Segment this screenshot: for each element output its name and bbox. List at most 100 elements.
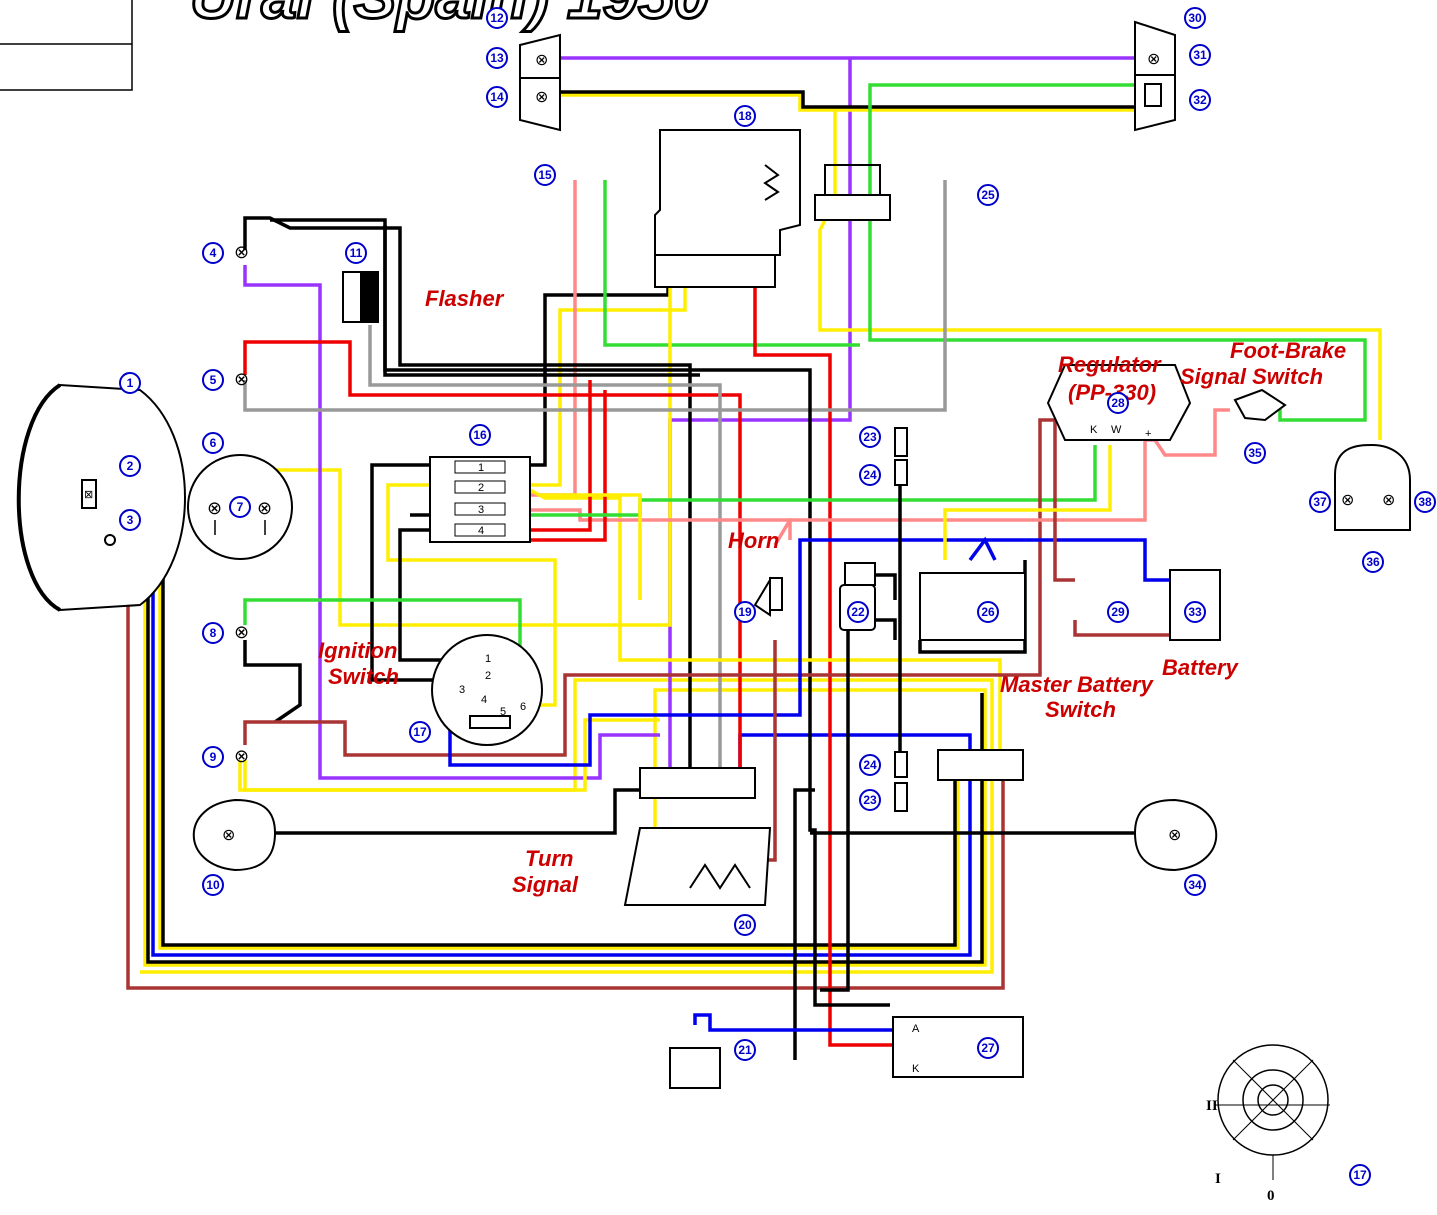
- svg-text:⊠: ⊠: [84, 489, 93, 501]
- component-number-badge: 12: [486, 7, 508, 29]
- component-number: 14: [490, 90, 504, 104]
- component-number-badge: 33: [1184, 601, 1206, 623]
- switch-position: II: [1206, 1098, 1218, 1114]
- label-ignition: Switch: [328, 664, 399, 689]
- svg-text:⊗: ⊗: [1382, 490, 1395, 509]
- component-number: 3: [127, 513, 134, 527]
- component-number-badge: 15: [534, 164, 556, 186]
- component-number-badge: 26: [977, 601, 999, 623]
- component-number-badge: 29: [1107, 601, 1129, 623]
- component-number-badge: 10: [202, 874, 224, 896]
- ignition-pos: 5: [500, 706, 506, 718]
- relay-box: [654, 129, 801, 256]
- component-number-badge: 3: [119, 509, 141, 531]
- component-number: 17: [1353, 1168, 1367, 1182]
- component-number-badge: 2: [119, 455, 141, 477]
- foot-brake-switch: [1233, 388, 1287, 422]
- component-number-badge: 37: [1309, 491, 1331, 513]
- component-number-badge: 16: [469, 424, 491, 446]
- svg-text:⊗: ⊗: [207, 498, 222, 519]
- label-master: Master Battery: [1000, 672, 1155, 697]
- horn: [753, 576, 771, 617]
- component-number: 20: [738, 918, 752, 932]
- component-number: 17: [413, 725, 427, 739]
- component-number: 23: [863, 793, 877, 807]
- component-number: 21: [738, 1043, 752, 1057]
- svg-text:⊗: ⊗: [234, 746, 249, 767]
- svg-text:⊗: ⊗: [257, 498, 272, 519]
- component-number-badge: 32: [1189, 89, 1211, 111]
- component-number-badge: 14: [486, 86, 508, 108]
- component-number: 11: [350, 246, 363, 260]
- component-number-badge: 36: [1362, 551, 1384, 573]
- regulator-terminal: +: [1145, 428, 1151, 440]
- component-number: 32: [1193, 93, 1207, 107]
- ignition-pos: 2: [485, 670, 491, 682]
- component-number-badge: 21: [734, 1039, 756, 1061]
- component-number-badge: 13: [486, 47, 508, 69]
- component-number-badge: 22: [847, 601, 869, 623]
- component-number: 26: [981, 605, 995, 619]
- label-turn: Signal: [512, 872, 579, 897]
- terminal-label: A: [912, 1023, 920, 1035]
- component-number-badge: 28: [1107, 392, 1129, 414]
- label-master: Switch: [1045, 697, 1116, 722]
- component-number-badge: 8: [202, 622, 224, 644]
- component-number: 29: [1111, 605, 1125, 619]
- component-number: 13: [490, 51, 504, 65]
- component-number: 31: [1193, 48, 1207, 62]
- svg-text:⊗: ⊗: [535, 50, 548, 69]
- headlight: [17, 383, 186, 612]
- component-number-badge: 11: [345, 242, 367, 264]
- regulator-terminal: K: [1090, 424, 1098, 436]
- fuse-number: 3: [478, 504, 484, 516]
- svg-text:⊗: ⊗: [1147, 49, 1160, 68]
- svg-text:⊗: ⊗: [1341, 490, 1354, 509]
- ignition-switch-detail: [1215, 1044, 1330, 1180]
- component-number: 6: [210, 436, 217, 450]
- sidecar-tail-lamp: [1334, 443, 1411, 531]
- fuse-number: 1: [478, 462, 484, 474]
- component-number-badge: 34: [1184, 874, 1206, 896]
- component-number-badge: 27: [977, 1037, 999, 1059]
- ignition-pos: 4: [481, 694, 487, 706]
- component-number-badge: 17: [1349, 1164, 1371, 1186]
- component-number: 2: [127, 459, 134, 473]
- ignition-pos: 3: [459, 684, 465, 696]
- master-switch-connector: [937, 749, 1024, 781]
- generator: [919, 572, 1026, 641]
- label-battery: Battery: [1162, 655, 1240, 680]
- component-number-badge: 31: [1189, 44, 1211, 66]
- sidecar-lamp: [1133, 798, 1218, 872]
- component-number: 28: [1111, 396, 1125, 410]
- component-number: 4: [210, 246, 217, 260]
- component-number-badge: 9: [202, 746, 224, 768]
- fuse-number: 4: [478, 525, 484, 537]
- component-number-badge: 4: [202, 242, 224, 264]
- fuse-number: 2: [478, 482, 484, 494]
- front-turn-lamp-left: [519, 33, 561, 132]
- junction-box: [814, 194, 891, 221]
- switch-position: I: [1215, 1171, 1221, 1187]
- terminal-label: K: [912, 1063, 920, 1075]
- component-number-badge: 18: [734, 105, 756, 127]
- component-number: 35: [1248, 446, 1262, 460]
- component-number: 36: [1366, 555, 1380, 569]
- component-number-badge: 6: [202, 432, 224, 454]
- component-number: 25: [981, 188, 995, 202]
- ignition-switch: [431, 634, 543, 746]
- component-number-badge: 1: [119, 372, 141, 394]
- ignition-coil: [669, 1047, 721, 1089]
- label-turn: Turn: [525, 846, 573, 871]
- component-number-badge: 23: [859, 426, 881, 448]
- ignition-pos: 6: [520, 701, 526, 713]
- component-number: 5: [210, 373, 217, 387]
- component-number-badge: 38: [1414, 491, 1436, 513]
- label-foot-brake: Foot-Brake: [1230, 338, 1346, 363]
- label-foot-brake: Signal Switch: [1180, 364, 1323, 389]
- svg-text:⊗: ⊗: [1168, 825, 1181, 844]
- ignition-pos: 1: [485, 653, 491, 665]
- label-horn: Horn: [728, 528, 779, 553]
- component-number: 22: [851, 605, 865, 619]
